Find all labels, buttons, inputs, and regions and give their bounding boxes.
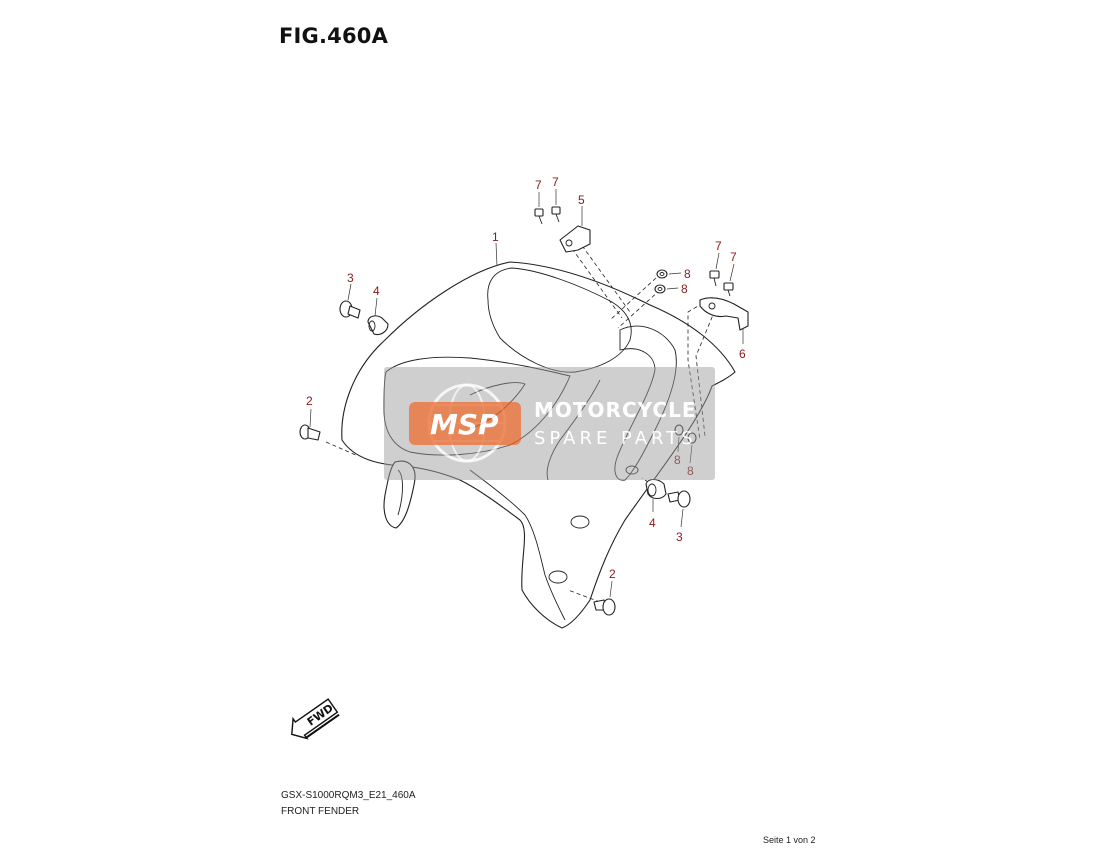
watermark-subtitle: SPARE PARTS (534, 428, 697, 449)
bolt-part-7d[interactable] (723, 282, 734, 297)
bolt-part-7c[interactable] (709, 270, 720, 287)
nut-part-8b[interactable] (654, 284, 666, 294)
nut-part-8c[interactable] (674, 424, 684, 436)
bracket-part-6[interactable] (699, 297, 749, 331)
callout-5: 5 (578, 193, 585, 207)
callout-4b: 4 (649, 516, 656, 530)
figure-title: FIG.460A (279, 24, 389, 48)
callout-7d: 7 (730, 250, 737, 264)
bolt-part-2b[interactable] (593, 598, 616, 616)
callout-8d: 8 (687, 464, 694, 478)
callout-8b: 8 (681, 282, 688, 296)
callout-2b: 2 (609, 567, 616, 581)
bolt-part-7b[interactable] (551, 206, 561, 223)
callout-8a: 8 (684, 267, 691, 281)
watermark-brand: MOTORCYCLE (534, 398, 696, 422)
callout-1: 1 (492, 230, 499, 244)
bolt-part-2a[interactable] (299, 424, 321, 441)
fwd-direction-arrow: FWD (291, 698, 340, 740)
watermark-logo-badge (409, 402, 521, 445)
callout-7b: 7 (552, 175, 559, 189)
model-code: GSX-S1000RQM3_E21_460A (281, 790, 416, 801)
callout-3b: 3 (676, 530, 683, 544)
callout-8c: 8 (674, 453, 681, 467)
front-fender-part[interactable] (341, 261, 736, 629)
watermark-logo-text: MSP (430, 408, 499, 441)
nut-part-8a[interactable] (656, 269, 668, 279)
callout-7a: 7 (535, 178, 542, 192)
callout-6: 6 (739, 347, 746, 361)
page-number: Seite 1 von 2 (763, 835, 816, 845)
nut-part-8d[interactable] (687, 432, 697, 444)
bracket-part-5[interactable] (559, 225, 591, 253)
grommet-part-4a[interactable] (367, 315, 389, 336)
callout-2a: 2 (306, 394, 313, 408)
bolt-part-7a[interactable] (534, 208, 544, 225)
watermark: MSP MOTORCYCLE SPARE PARTS (384, 367, 715, 480)
grommet-part-4b[interactable] (645, 478, 667, 500)
callout-3a: 3 (347, 271, 354, 285)
bolt-part-3b[interactable] (667, 490, 691, 508)
section-name: FRONT FENDER (281, 806, 360, 817)
bolt-part-3a[interactable] (339, 300, 361, 319)
callout-4a: 4 (373, 284, 380, 298)
callout-7c: 7 (715, 239, 722, 253)
